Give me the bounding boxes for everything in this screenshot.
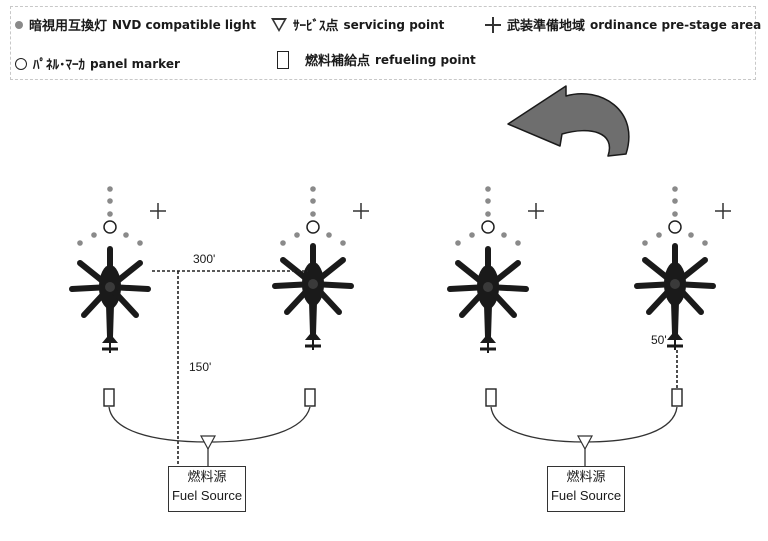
dimension-50-label: 50' xyxy=(651,333,667,347)
legend-en-label: ordinance pre-stage area xyxy=(590,17,762,32)
gray-dot-icon xyxy=(15,20,23,29)
dimension-150-label: 150' xyxy=(189,360,212,374)
legend-en-label: refueling point xyxy=(375,52,476,67)
right-layout xyxy=(450,185,732,466)
plus-icon xyxy=(485,16,501,33)
legend-en-label: panel marker xyxy=(90,56,180,71)
triangle-icon xyxy=(271,17,287,32)
left-layout xyxy=(72,185,370,478)
rectangle-icon xyxy=(277,50,289,69)
legend-jp-label: 燃料補給点 xyxy=(305,54,371,69)
dimension-300-label: 300' xyxy=(193,252,216,266)
legend-item-panel-marker: ﾊﾟﾈﾙ･ﾏｰｶ panel marker xyxy=(15,54,180,73)
legend-en-label: NVD compatible light xyxy=(112,17,256,32)
circle-icon xyxy=(15,57,27,70)
legend-jp-label: ｻｰﾋﾞｽ点 xyxy=(293,19,339,34)
legend-item-refueling-point: 燃料補給点 refueling point xyxy=(277,50,476,69)
curved-arrow-icon xyxy=(507,85,630,157)
helicopter-icon xyxy=(72,249,148,353)
legend-item-ordinance-area: 武装準備地域 ordinance pre-stage area xyxy=(485,15,761,34)
helicopter-icon xyxy=(450,249,526,353)
fuel-source-jp: 燃料源 xyxy=(187,470,227,485)
fuel-source-jp: 燃料源 xyxy=(566,470,606,485)
legend-jp-label: ﾊﾟﾈﾙ･ﾏｰｶ xyxy=(33,58,85,73)
fuel-source-en: Fuel Source xyxy=(550,488,622,503)
helicopter-icon xyxy=(275,246,351,350)
helicopter-icon xyxy=(637,246,713,350)
legend-en-label: servicing point xyxy=(343,17,445,32)
legend-jp-label: 暗視用互換灯 xyxy=(29,19,108,34)
fuel-source-en: Fuel Source xyxy=(171,488,243,503)
legend-item-nvd-light: 暗視用互換灯 NVD compatible light xyxy=(15,15,256,34)
legend-item-servicing-point: ｻｰﾋﾞｽ点 servicing point xyxy=(271,15,444,34)
legend-jp-label: 武装準備地域 xyxy=(507,19,586,34)
fuel-source-box: 燃料源 Fuel Source xyxy=(547,466,625,512)
legend-box: 暗視用互換灯 NVD compatible light ｻｰﾋﾞｽ点 servi… xyxy=(10,6,761,80)
fuel-source-box: 燃料源 Fuel Source xyxy=(168,466,246,512)
